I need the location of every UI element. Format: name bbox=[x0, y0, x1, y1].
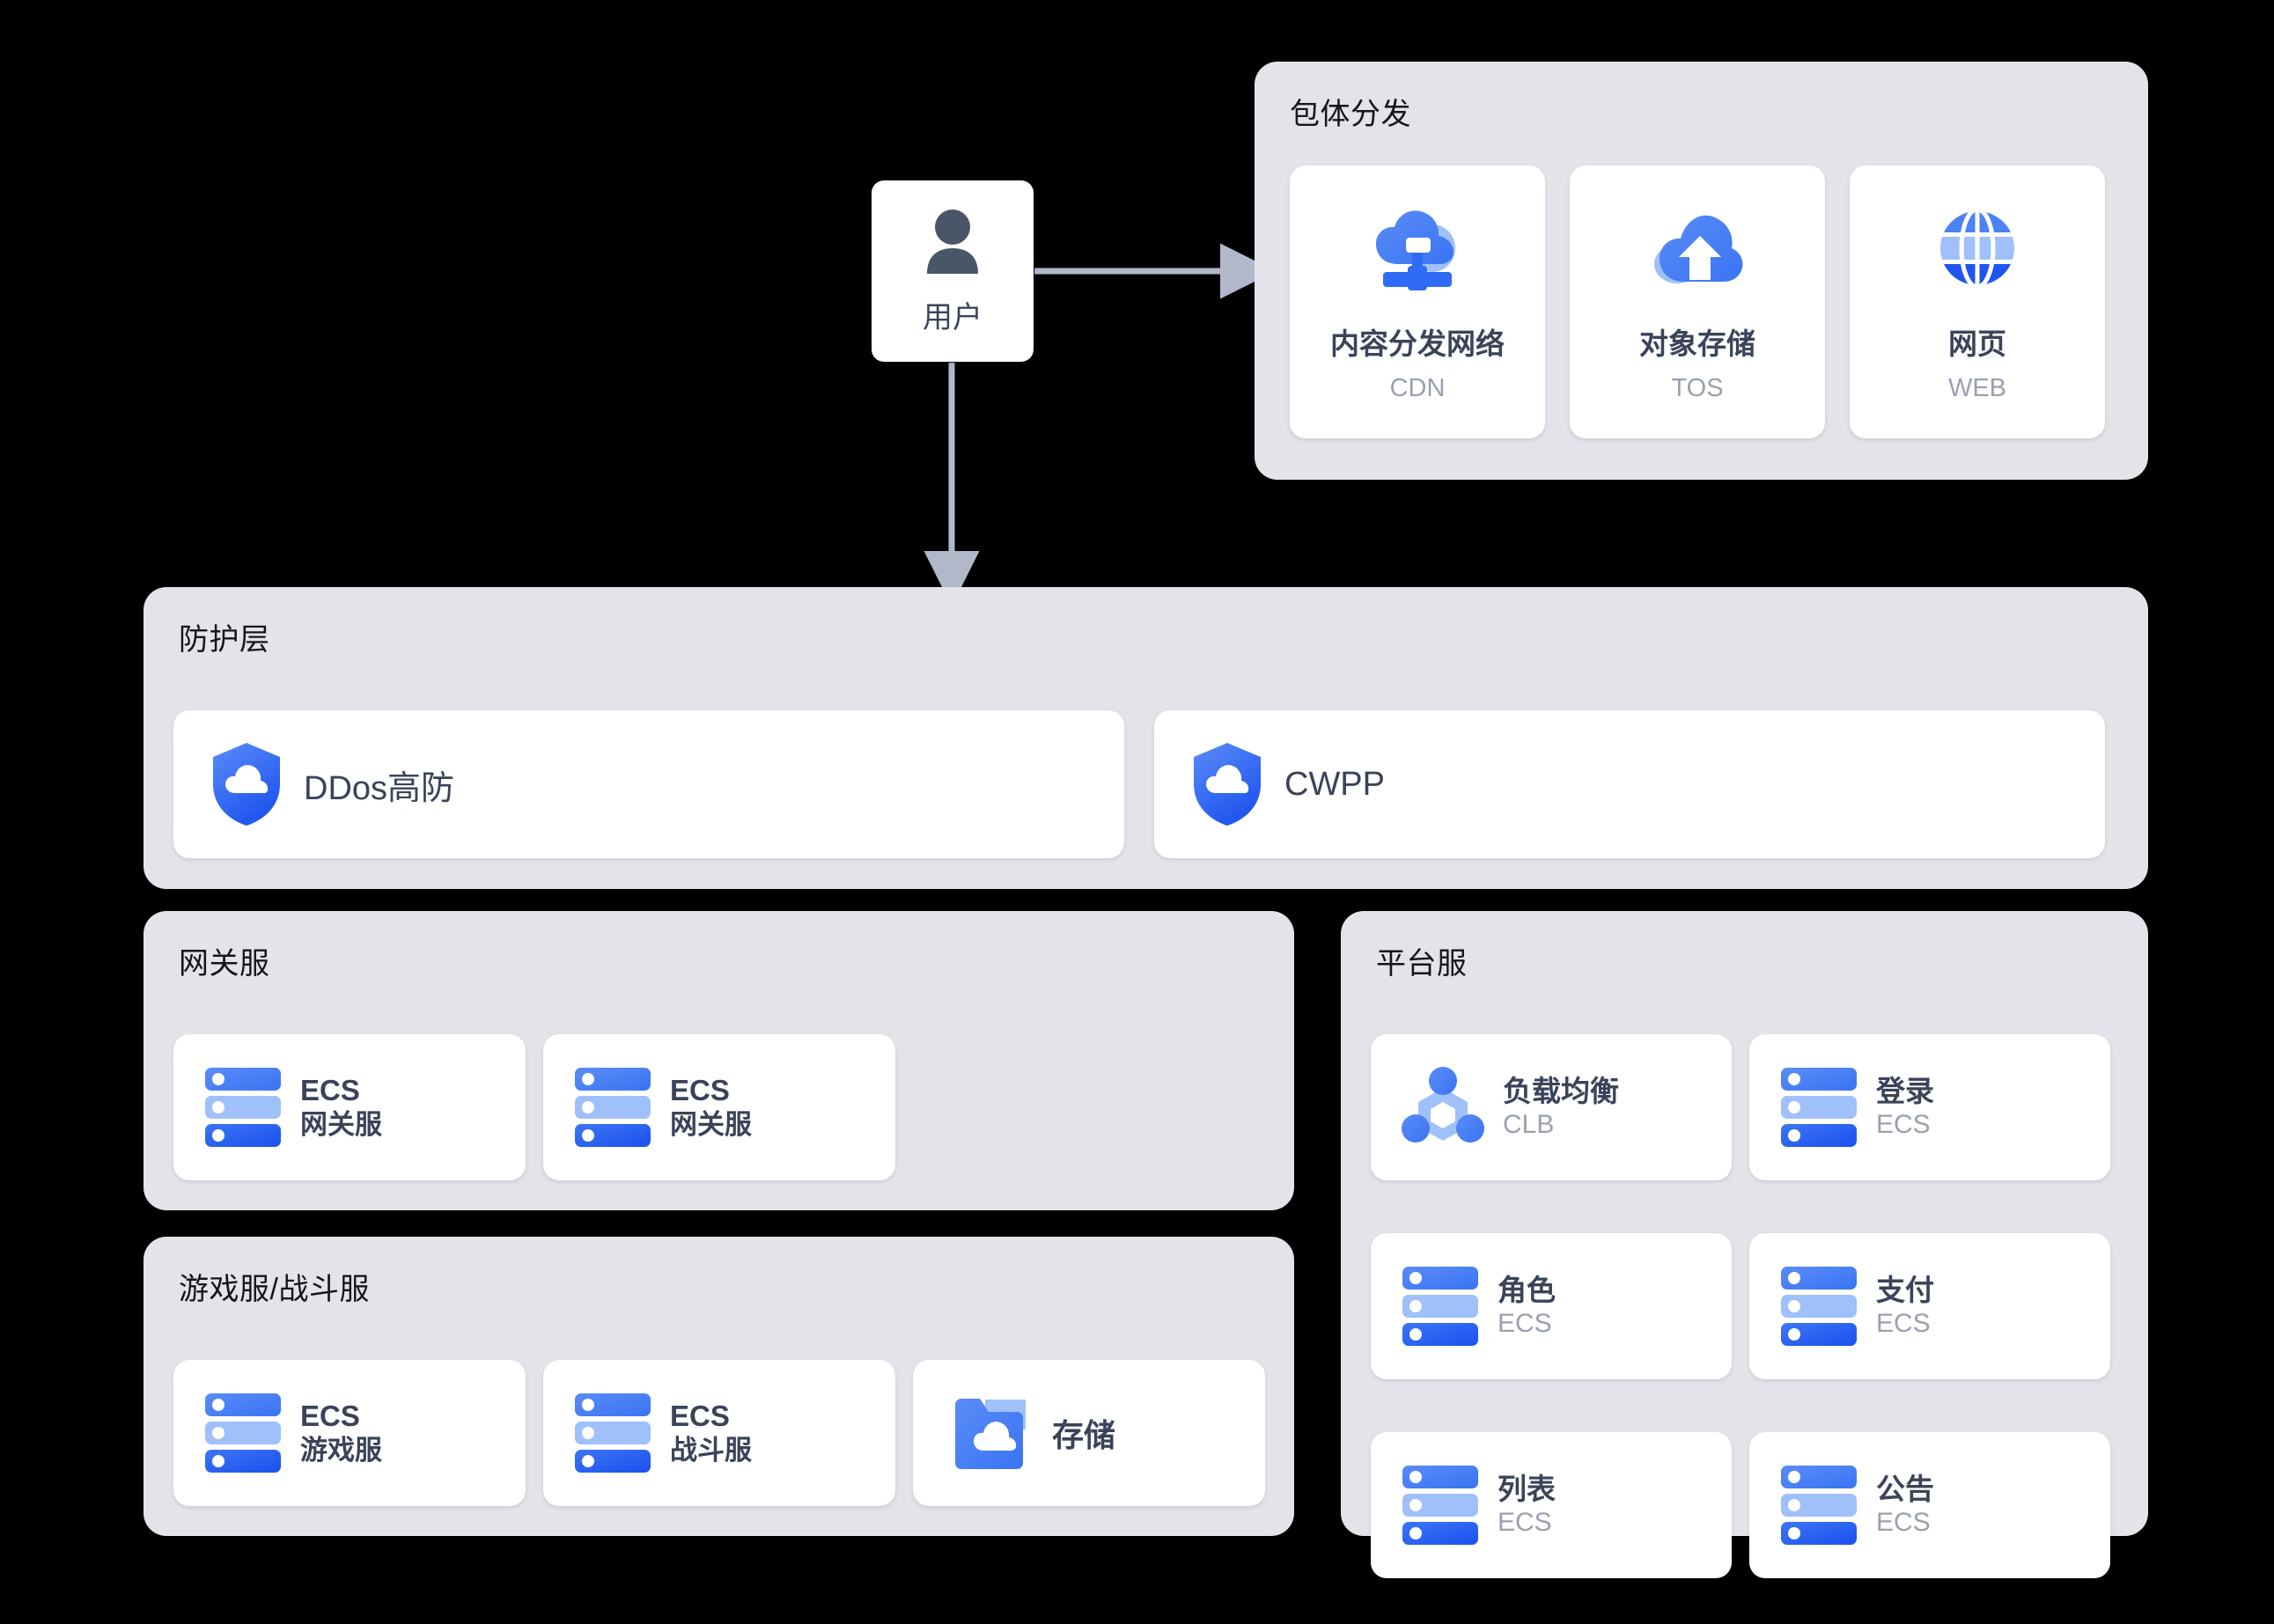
card-web-code: WEB bbox=[1947, 374, 2007, 402]
tos-upload-icon bbox=[1649, 206, 1746, 290]
user-node-label: 用户 bbox=[923, 301, 982, 334]
card-web-name: 网页 bbox=[1948, 327, 2006, 360]
card-gateway-2[interactable]: ECS 网关服 bbox=[543, 1034, 895, 1180]
section-protection: 防护层 DDos高防 CWPP bbox=[144, 587, 2148, 889]
card-platform-payment-line1: 支付 bbox=[1876, 1273, 1934, 1306]
shield-cloud-icon bbox=[1189, 740, 1265, 828]
card-platform-list-line1: 列表 bbox=[1498, 1472, 1556, 1505]
card-platform-notice-line1: 公告 bbox=[1876, 1472, 1934, 1505]
card-game-2[interactable]: ECS 战斗服 bbox=[543, 1360, 895, 1506]
card-platform-clb[interactable]: 负载均衡 CLB bbox=[1371, 1034, 1732, 1180]
card-platform-role-line1: 角色 bbox=[1498, 1273, 1556, 1306]
card-game-1[interactable]: ECS 游戏服 bbox=[173, 1360, 526, 1506]
card-platform-login-line1: 登录 bbox=[1876, 1074, 1934, 1107]
card-gateway-2-line1: ECS bbox=[670, 1073, 730, 1106]
card-platform-payment-line2: ECS bbox=[1876, 1308, 1931, 1338]
card-cwpp-label: CWPP bbox=[1284, 765, 1385, 803]
ecs-server-icon bbox=[573, 1066, 652, 1149]
ecs-server-icon bbox=[573, 1392, 652, 1474]
card-platform-notice-line2: ECS bbox=[1876, 1507, 1931, 1537]
card-gateway-1-line1: ECS bbox=[300, 1073, 360, 1106]
ecs-server-icon bbox=[1779, 1265, 1858, 1348]
section-platform: 平台服 负载均衡 CLB bbox=[1341, 911, 2148, 1578]
section-gateway-title: 网关服 bbox=[179, 947, 270, 981]
card-tos-name: 对象存储 bbox=[1639, 327, 1755, 360]
card-tos[interactable]: 对象存储 TOS bbox=[1570, 165, 1825, 438]
ecs-server-icon bbox=[1401, 1464, 1480, 1547]
card-ddos[interactable]: DDos高防 bbox=[173, 710, 1124, 858]
ecs-server-icon bbox=[203, 1392, 283, 1474]
card-platform-role-line2: ECS bbox=[1498, 1308, 1552, 1338]
card-game-1-line1: ECS bbox=[300, 1399, 360, 1432]
ecs-server-icon bbox=[1779, 1464, 1858, 1547]
card-game-1-line2: 游戏服 bbox=[300, 1435, 382, 1466]
web-globe-icon bbox=[1933, 206, 2021, 290]
card-platform-list-line2: ECS bbox=[1498, 1507, 1552, 1537]
section-platform-title: 平台服 bbox=[1376, 947, 1468, 981]
card-tos-code: TOS bbox=[1671, 374, 1724, 402]
card-platform-login[interactable]: 登录 ECS bbox=[1749, 1034, 2110, 1180]
card-platform-notice[interactable]: 公告 ECS bbox=[1749, 1432, 2110, 1578]
card-platform-payment[interactable]: 支付 ECS bbox=[1749, 1233, 2110, 1379]
storage-folder-icon bbox=[948, 1391, 1033, 1475]
section-protection-title: 防护层 bbox=[179, 623, 270, 657]
card-cwpp[interactable]: CWPP bbox=[1154, 710, 2105, 858]
ecs-server-icon bbox=[1779, 1066, 1858, 1149]
card-gateway-1[interactable]: ECS 网关服 bbox=[173, 1034, 526, 1180]
card-platform-role[interactable]: 角色 ECS bbox=[1371, 1233, 1732, 1379]
section-game-title: 游戏服/战斗服 bbox=[179, 1273, 370, 1306]
section-distribution-title: 包体分发 bbox=[1290, 98, 1411, 131]
card-gateway-2-line2: 网关服 bbox=[670, 1109, 752, 1141]
card-ddos-label: DDos高防 bbox=[304, 769, 455, 807]
card-gateway-1-line2: 网关服 bbox=[300, 1109, 382, 1141]
section-game: 游戏服/战斗服 ECS 游戏服 bbox=[144, 1237, 1294, 1536]
card-platform-clb-line1: 负载均衡 bbox=[1503, 1074, 1619, 1107]
card-storage[interactable]: 存储 bbox=[913, 1360, 1265, 1506]
card-web[interactable]: 网页 WEB bbox=[1850, 165, 2105, 438]
card-platform-login-line2: ECS bbox=[1876, 1109, 1931, 1139]
section-distribution: 包体分发 内容分发网络 CDN bbox=[1255, 62, 2148, 480]
card-storage-label: 存储 bbox=[1052, 1417, 1116, 1453]
clb-balance-icon bbox=[1401, 1065, 1485, 1150]
card-game-2-line1: ECS bbox=[670, 1399, 730, 1432]
ecs-server-icon bbox=[203, 1066, 283, 1149]
shield-cloud-icon bbox=[209, 740, 284, 828]
ecs-server-icon bbox=[1401, 1265, 1480, 1348]
cdn-cloud-icon bbox=[1369, 206, 1466, 290]
card-game-2-line2: 战斗服 bbox=[670, 1435, 752, 1466]
card-platform-clb-line2: CLB bbox=[1503, 1109, 1555, 1139]
card-cdn[interactable]: 内容分发网络 CDN bbox=[1290, 165, 1545, 438]
user-node[interactable]: 用户 bbox=[872, 180, 1034, 362]
section-gateway: 网关服 ECS 网关服 bbox=[144, 911, 1294, 1210]
card-platform-list[interactable]: 列表 ECS bbox=[1371, 1432, 1732, 1578]
user-person-icon bbox=[915, 203, 990, 279]
card-cdn-name: 内容分发网络 bbox=[1330, 327, 1505, 360]
card-cdn-code: CDN bbox=[1389, 374, 1446, 402]
